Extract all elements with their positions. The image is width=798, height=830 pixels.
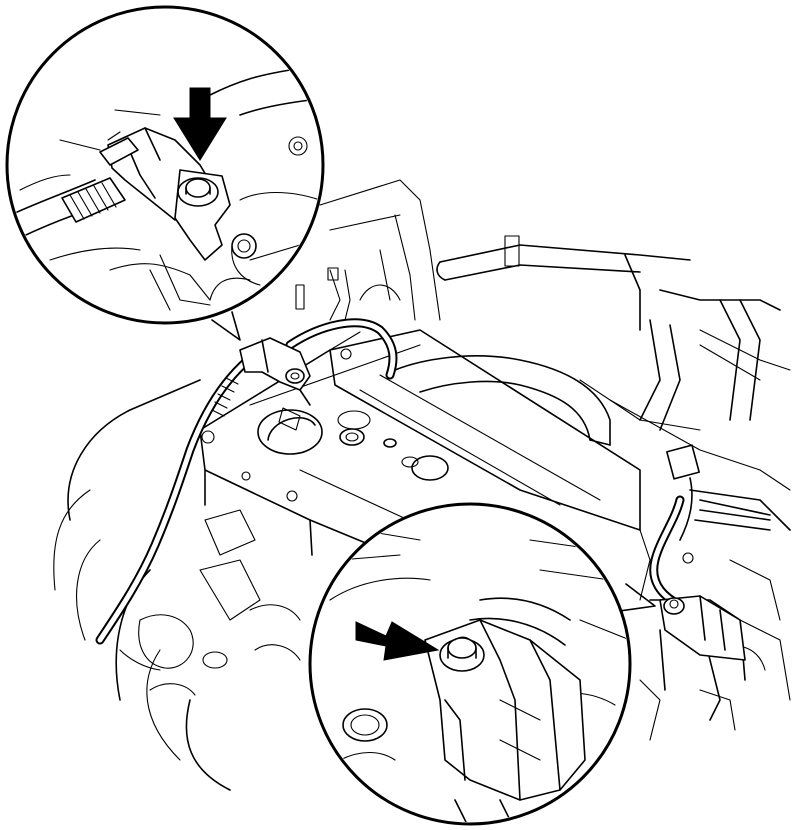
lens-pointer-lower: [611, 583, 656, 613]
harness-bracket-main: [659, 595, 746, 691]
lens-pointer-upper: [211, 311, 241, 341]
callout-upper-left: [5, 5, 325, 325]
arrow-right-icon: [355, 621, 440, 661]
harness-clamp-main: [239, 337, 311, 406]
wire-harness: [95, 318, 771, 645]
arrow-down-icon: [173, 87, 227, 161]
callout-lower-right: [308, 502, 632, 826]
